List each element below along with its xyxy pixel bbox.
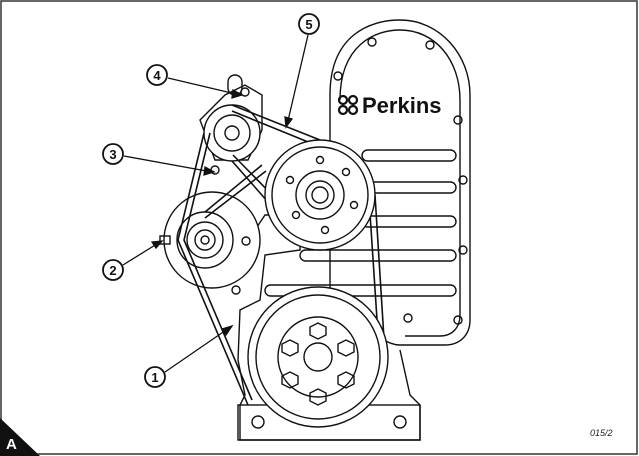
cover-bolt-holes bbox=[333, 37, 468, 325]
callouts: 1 2 3 4 5 bbox=[102, 13, 320, 388]
figure-reference: 015/2 bbox=[590, 428, 613, 438]
svg-text:1: 1 bbox=[151, 370, 158, 385]
crankshaft-pulley bbox=[247, 286, 389, 428]
callout-3: 3 bbox=[102, 143, 124, 165]
brand-name: Perkins bbox=[362, 93, 442, 118]
svg-text:2: 2 bbox=[109, 263, 116, 278]
callout-5: 5 bbox=[298, 13, 320, 35]
timing-cover: Perkins bbox=[264, 19, 471, 346]
callout-4: 4 bbox=[146, 64, 168, 86]
belt-tensioner bbox=[199, 74, 263, 162]
svg-text:3: 3 bbox=[109, 147, 116, 162]
crank-bolts bbox=[281, 322, 355, 406]
perkins-logo: Perkins bbox=[337, 93, 442, 118]
alternator bbox=[159, 165, 261, 295]
corner-label: A bbox=[0, 418, 40, 456]
svg-text:4: 4 bbox=[153, 68, 161, 83]
callout-1: 1 bbox=[144, 366, 166, 388]
perkins-emblem-icon bbox=[337, 94, 359, 116]
water-pump-pulley bbox=[264, 139, 376, 251]
svg-text:A: A bbox=[6, 436, 17, 453]
svg-text:5: 5 bbox=[305, 17, 312, 32]
callout-2: 2 bbox=[102, 259, 124, 281]
